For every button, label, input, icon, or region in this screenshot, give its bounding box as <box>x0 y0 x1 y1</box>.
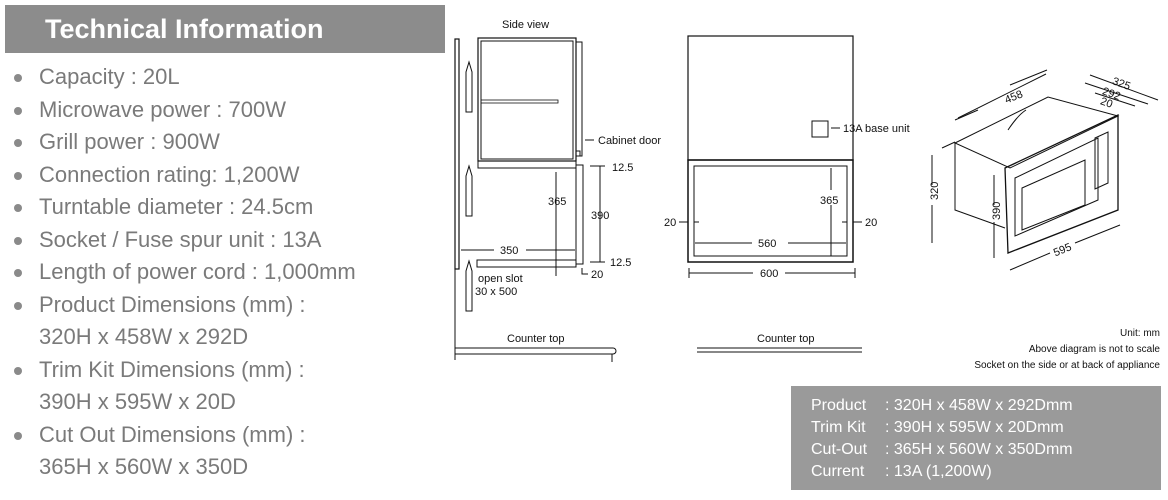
spec-item: Product Dimensions (mm) : 320H x 458W x 2… <box>12 289 356 354</box>
dim-595: 595 <box>1052 241 1074 259</box>
summary-value: : 365H x 560W x 350Dmm <box>885 441 1073 458</box>
side-view-diagram: Side view Cabinet door 365 390 12.5 12.5… <box>454 19 661 362</box>
counter-top-label-front: Counter top <box>757 333 814 345</box>
spec-item: Turntable diameter : 24.5cm <box>12 191 356 224</box>
summary-row: Trim Kit : 390H x 595W x 20Dmm <box>811 419 1064 437</box>
note-scale: Above diagram is not to scale <box>1028 344 1160 355</box>
spec-text: Socket / Fuse spur unit : 13A <box>39 226 322 252</box>
dim-12-5-top: 12.5 <box>612 162 633 174</box>
airflow-arrow-icon <box>465 60 473 113</box>
spec-text: Length of power cord : 1,000mm <box>39 259 356 284</box>
base-unit-label: 13A base unit <box>843 123 910 135</box>
spec-item: Socket / Fuse spur unit : 13A <box>12 224 356 257</box>
note-socket: Socket on the side or at back of applian… <box>974 360 1160 371</box>
summary-row: Current : 13A (1,200W) <box>811 463 992 481</box>
dim-390-iso: 390 <box>991 202 1003 220</box>
dim-12-5-bottom: 12.5 <box>610 257 631 269</box>
dim-20-right: 20 <box>865 217 877 229</box>
spec-item: Grill power : 900W <box>12 126 356 159</box>
dim-325: 325 <box>1111 75 1132 93</box>
front-view-diagram: 13A base unit 365 20 20 560 600 Counter … <box>664 35 910 353</box>
spec-text: Turntable diameter : 24.5cm <box>39 194 314 219</box>
spec-item: Length of power cord : 1,000mm <box>12 256 356 289</box>
spec-text: Grill power : 900W <box>39 129 220 154</box>
summary-value: : 320H x 458W x 292Dmm <box>885 397 1073 414</box>
spec-text: Cut Out Dimensions (mm) : <box>39 421 306 447</box>
spec-text: Trim Kit Dimensions (mm) : <box>39 356 305 382</box>
power-cord-icon <box>1007 109 1027 131</box>
socket-icon <box>811 120 829 138</box>
dim-320: 320 <box>929 182 941 200</box>
spec-text: Product Dimensions (mm) : <box>39 291 306 317</box>
summary-row: Product : 320H x 458W x 292Dmm <box>811 397 1073 415</box>
spec-text: Capacity : 20L <box>39 64 180 89</box>
spec-item: Connection rating: 1,200W <box>12 159 356 192</box>
summary-key: Current <box>811 463 865 480</box>
dim-365-front: 365 <box>820 195 838 207</box>
section-header: Technical Information <box>5 5 445 53</box>
spec-value: 365H x 560W x 350D <box>39 454 249 479</box>
dim-20: 20 <box>591 269 603 281</box>
dim-20-iso: 20 <box>1099 95 1115 110</box>
dim-390: 390 <box>591 210 609 222</box>
diagram-notes: Unit: mm Above diagram is not to scale S… <box>974 326 1160 374</box>
dim-350: 350 <box>500 245 518 257</box>
summary-value: : 390H x 595W x 20Dmm <box>885 419 1064 436</box>
summary-key: Trim Kit <box>811 419 866 436</box>
dimension-summary: Product : 320H x 458W x 292Dmm Trim Kit : … <box>791 386 1161 490</box>
summary-key: Cut-Out <box>811 441 868 458</box>
dim-458: 458 <box>1003 88 1025 106</box>
note-unit: Unit: mm <box>1120 328 1160 339</box>
summary-row: Cut-Out : 365H x 560W x 350Dmm <box>811 441 1073 459</box>
cabinet-door-label: Cabinet door <box>598 135 661 147</box>
spec-text: Microwave power : 700W <box>39 96 286 122</box>
spec-item: Microwave power : 700W <box>12 94 356 127</box>
spec-item: Trim Kit Dimensions (mm) : 390H x 595W x … <box>12 354 356 419</box>
summary-value: : 13A (1,200W) <box>885 463 992 480</box>
spec-value: 390H x 595W x 20D <box>39 389 236 414</box>
dim-292: 292 <box>1101 85 1122 103</box>
dim-20-left: 20 <box>664 217 676 229</box>
isometric-diagram: 458 325 292 20 320 390 595 <box>929 69 1159 271</box>
summary-key: Product <box>811 397 867 414</box>
spec-value: 320H x 458W x 292D <box>39 324 249 349</box>
dim-365: 365 <box>548 196 566 208</box>
spec-item: Capacity : 20L <box>12 61 356 94</box>
airflow-arrow-icon <box>465 259 473 312</box>
side-view-title: Side view <box>502 19 549 31</box>
spec-list: Capacity : 20L Microwave power : 700W Gr… <box>12 61 356 484</box>
dim-600: 600 <box>760 268 778 280</box>
section-title: Technical Information <box>45 14 324 44</box>
dim-560: 560 <box>758 238 776 250</box>
airflow-arrow-icon <box>465 164 473 217</box>
open-slot-label: open slot <box>478 273 523 285</box>
spec-item: Cut Out Dimensions (mm) : 365H x 560W x 3… <box>12 419 356 484</box>
slot-size-label: 30 x 500 <box>475 286 517 298</box>
spec-text: Connection rating: 1,200W <box>39 161 300 187</box>
counter-top-label: Counter top <box>507 333 564 345</box>
